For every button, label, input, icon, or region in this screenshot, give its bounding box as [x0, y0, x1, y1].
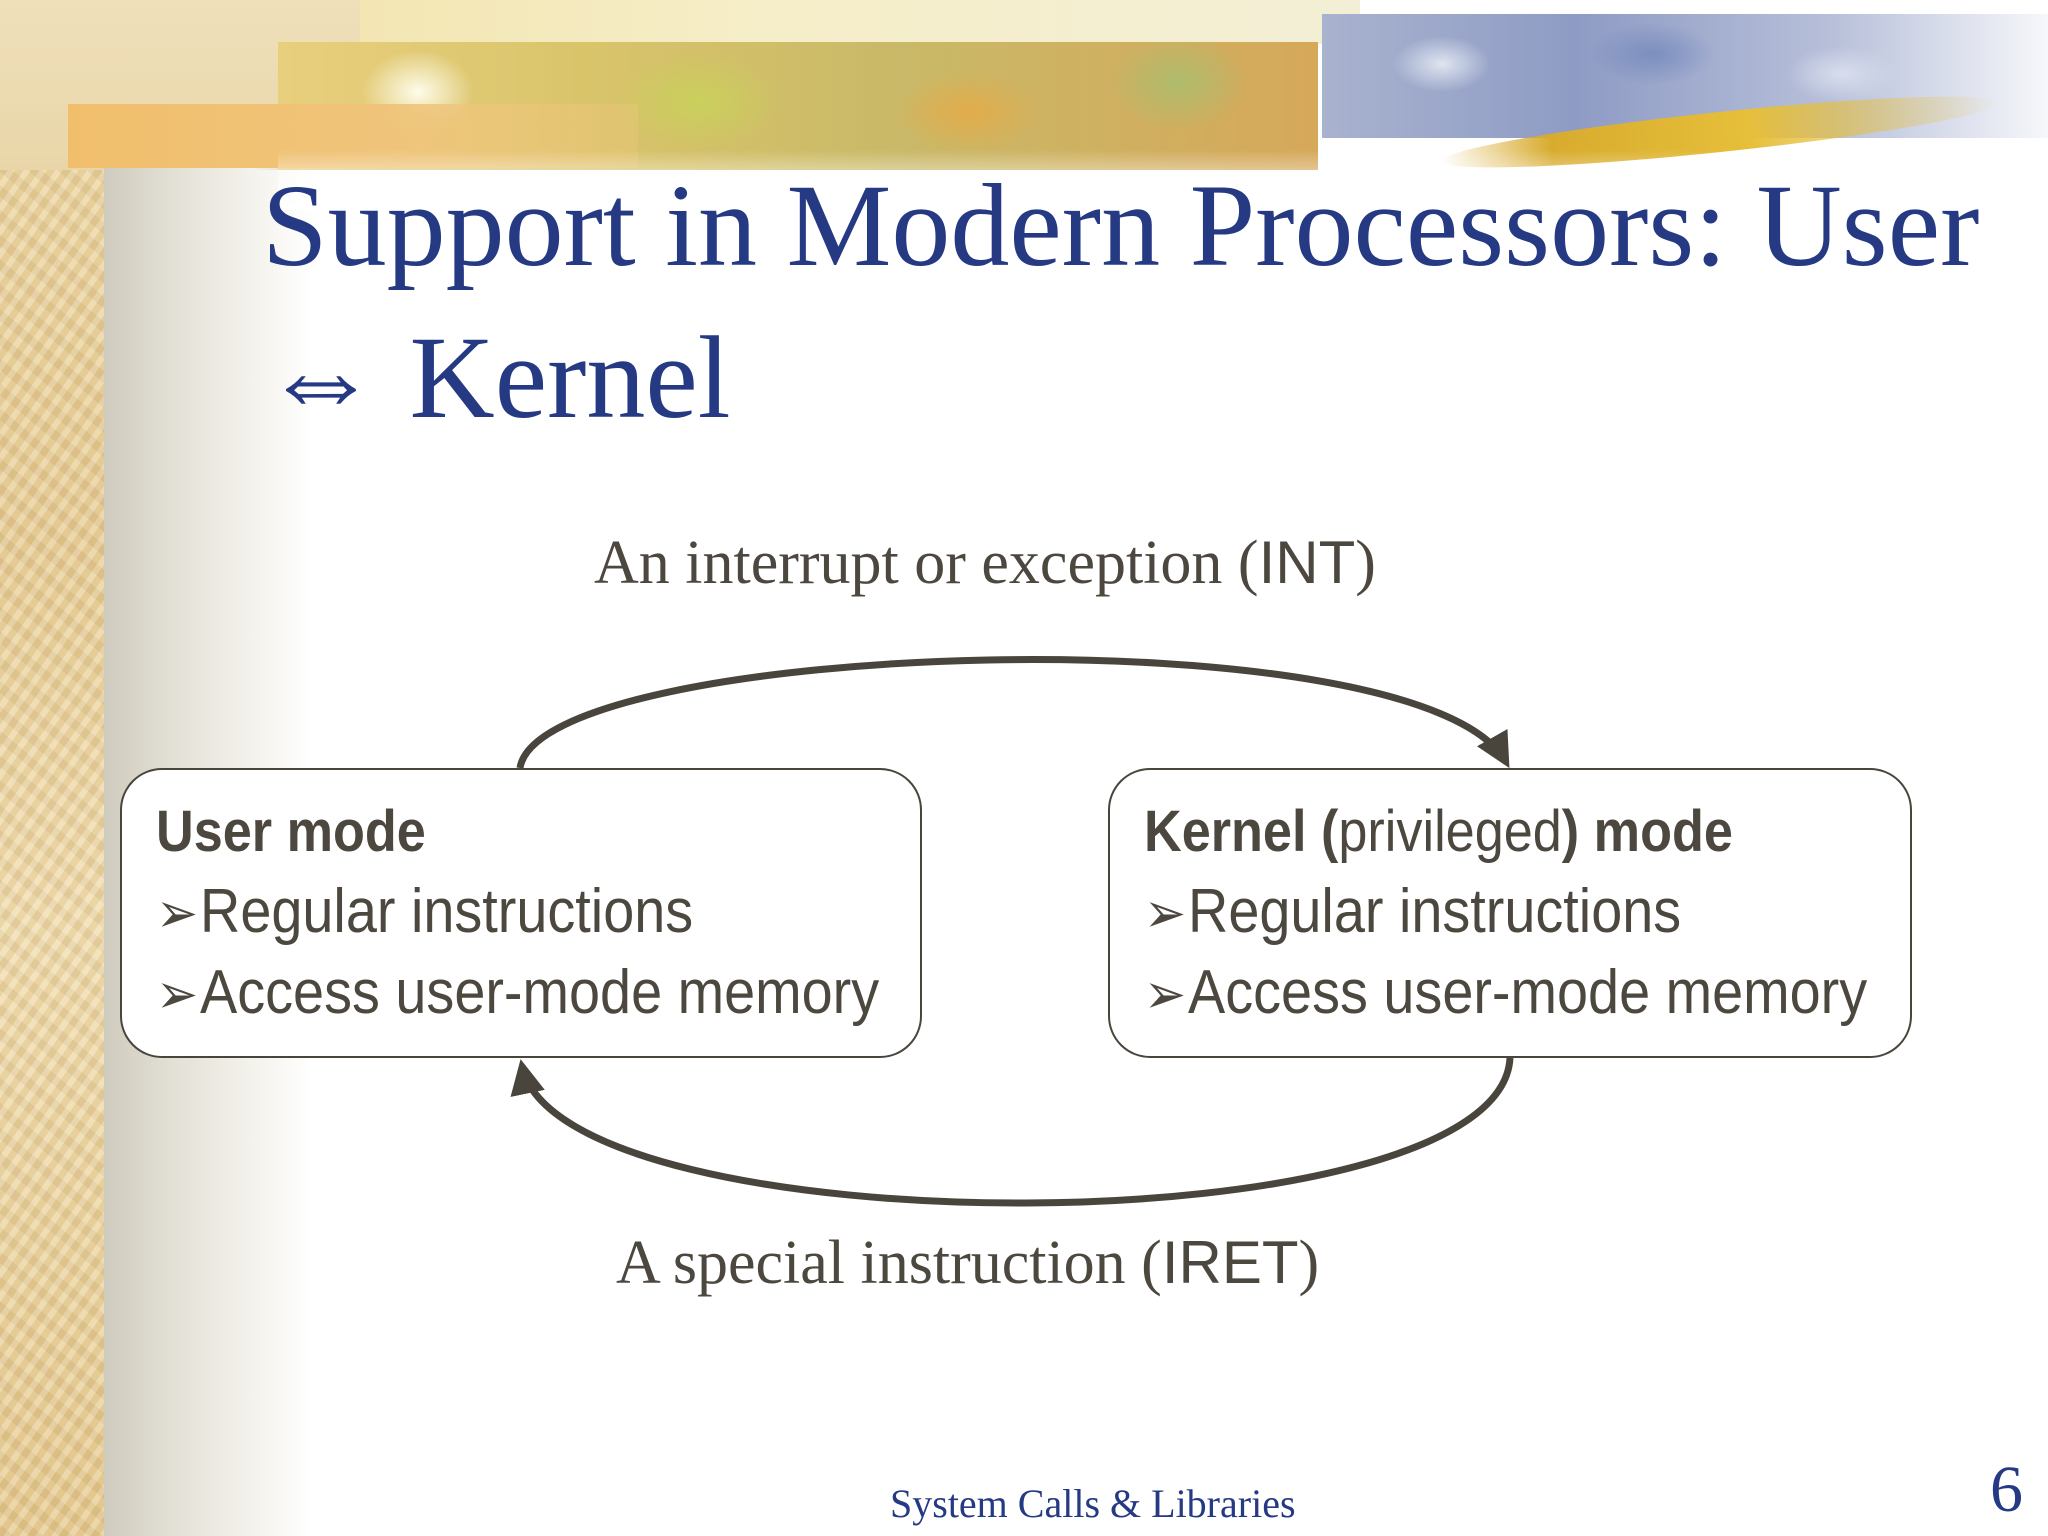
return-caption-text: A special instruction (: [616, 1229, 1162, 1297]
user-to-kernel-arrow: [516, 656, 1510, 769]
kernel-to-user-arrow: [510, 1057, 1514, 1207]
slide-number: 6: [1990, 1453, 2023, 1526]
kernel-mode-heading: Kernel (privileged) mode: [1144, 799, 1733, 864]
user-mode-heading: User mode: [156, 799, 426, 864]
kernel-mode-item: ➢Access user-mode memory: [1144, 953, 1867, 1034]
user-mode-box: User mode ➢Regular instructions ➢Access …: [120, 768, 922, 1058]
return-caption-close: ): [1298, 1229, 1320, 1297]
interrupt-caption: An interrupt or exception (INT): [594, 528, 1376, 599]
banner-fade: [278, 150, 2048, 210]
arrow-bullet-icon: ➢: [156, 881, 199, 944]
interrupt-caption-text: An interrupt or exception (: [594, 529, 1259, 597]
interrupt-caption-close: ): [1355, 529, 1376, 597]
user-mode-item: ➢Regular instructions: [156, 872, 844, 953]
arrow-bullet-icon: ➢: [1144, 881, 1187, 944]
kernel-mode-item: ➢Regular instructions: [1144, 872, 1833, 953]
parchment-strip: [0, 0, 104, 1536]
kernel-mode-box: Kernel (privileged) mode ➢Regular instru…: [1108, 768, 1912, 1058]
arrow-bullet-icon: ➢: [156, 962, 199, 1025]
return-caption: A special instruction (IRET): [616, 1228, 1319, 1299]
user-mode-item: ➢Access user-mode memory: [156, 953, 879, 1034]
int-instruction: INT: [1258, 529, 1356, 596]
slide-title: Support in Modern Processors: User ⇔ Ker…: [262, 160, 1980, 443]
arrow-bullet-icon: ➢: [1144, 962, 1187, 1025]
iret-instruction: IRET: [1161, 1229, 1299, 1296]
slide-footer: System Calls & Libraries: [890, 1481, 1296, 1526]
banner-pale-strip: [360, 0, 1360, 44]
